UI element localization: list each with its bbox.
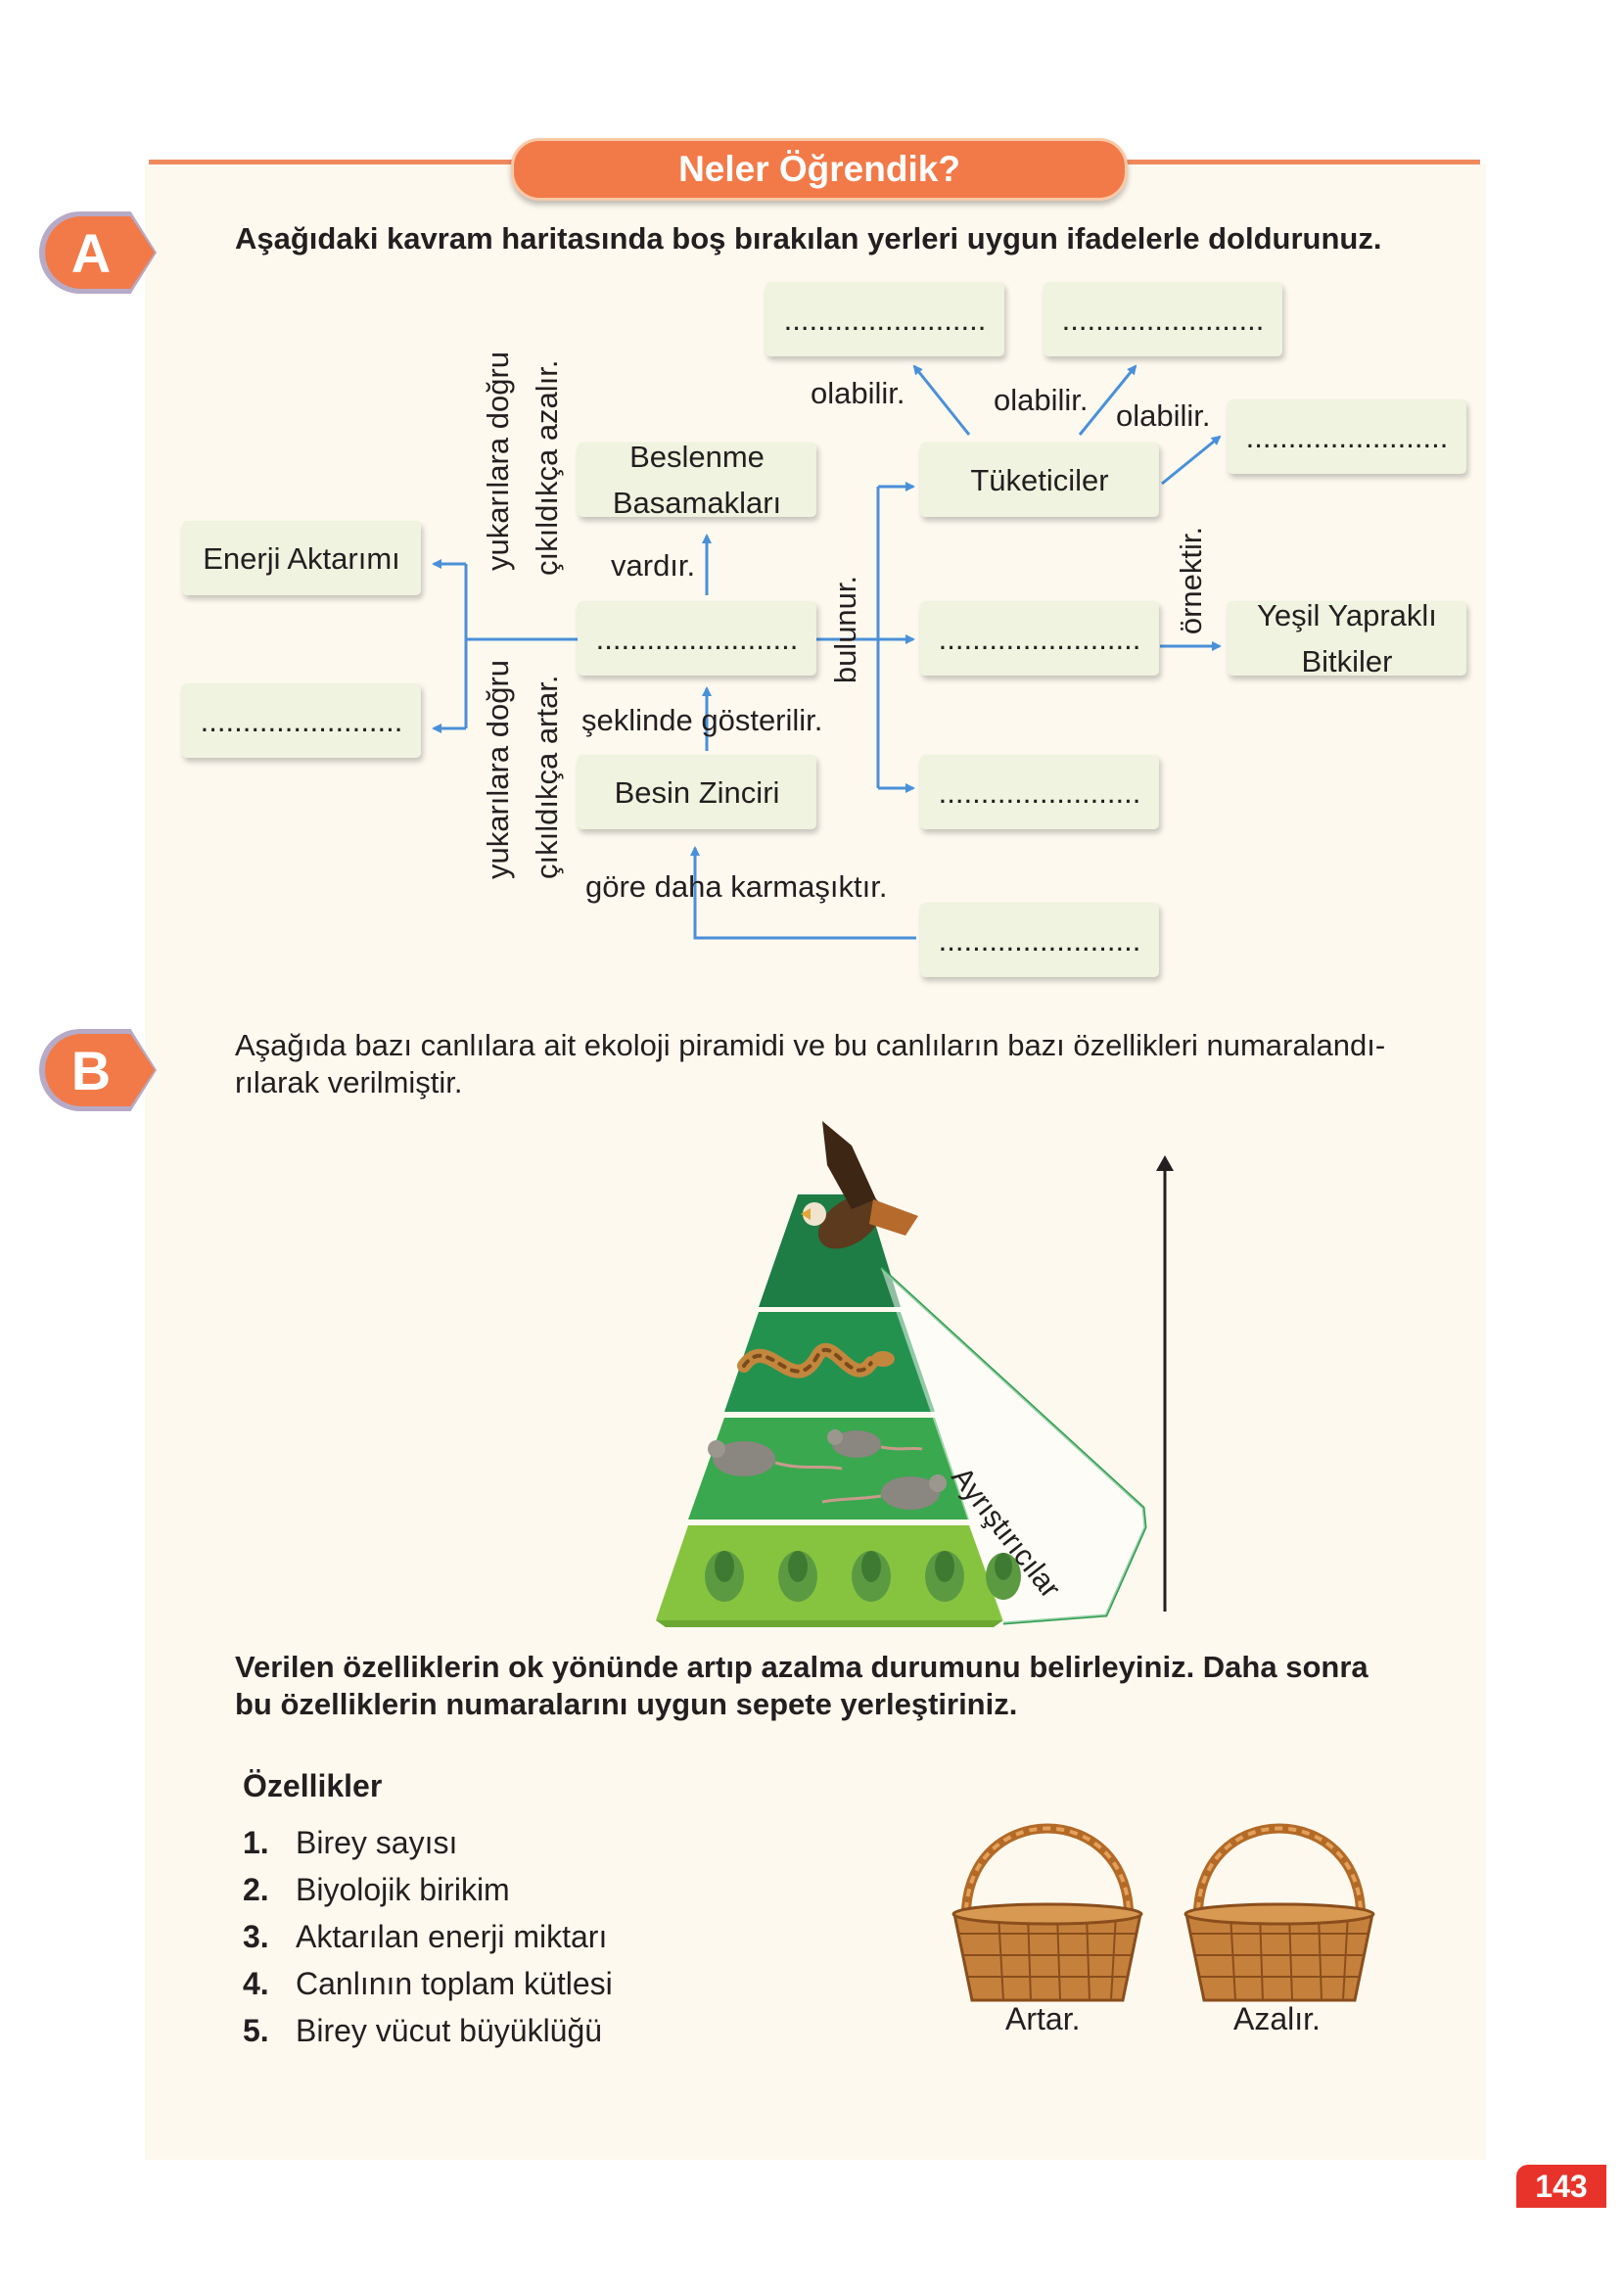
basket-icon-artar[interactable] [945, 1777, 1150, 2012]
intro-b-line-2: rılarak verilmiştir. [235, 1065, 463, 1099]
box-tuketiciler: Tüketiciler [920, 443, 1159, 517]
box-center-blank[interactable]: ........................ [578, 601, 816, 676]
basket-label-artar: Artar. [1005, 2001, 1081, 2036]
label-olabilir-3: olabilir. [1116, 398, 1211, 433]
label-lower-rot-1: yukarılara doğru [481, 659, 515, 879]
badge-a: A [39, 211, 157, 294]
concept-map-connectors [432, 364, 1222, 940]
label-bulunur: bulunur. [828, 575, 862, 684]
box-blank-left[interactable]: ........................ [182, 683, 421, 758]
box-yesil-yaprakli-bitkiler: Yeşil Yapraklı Bitkiler [1228, 598, 1466, 678]
feature-item-4: 4.Canlının toplam kütlesi [243, 1966, 613, 2001]
hawk-icon [801, 1121, 918, 1249]
question-b-line-2: bu özelliklerin numaralarını uygun sepet… [235, 1687, 1018, 1721]
plant-icons [705, 1551, 1021, 1602]
box-blank-right[interactable]: ........................ [1228, 399, 1466, 474]
badge-b: B [39, 1029, 157, 1111]
pyramid-tier-snake [724, 1312, 935, 1412]
label-olabilir-1: olabilir. [811, 376, 905, 410]
feature-item-1: 1.Birey sayısı [243, 1825, 458, 1860]
direction-arrow [1156, 1155, 1174, 1612]
label-lower-rot-2: çıkıldıkça artar. [530, 675, 564, 879]
page-number: 143 [1516, 2165, 1606, 2208]
pyramid-tier-plants [656, 1525, 1003, 1620]
intro-b-line-1: Aşağıda bazı canlılara ait ekoloji piram… [235, 1028, 1386, 1062]
mouse-icon-3 [821, 1474, 947, 1510]
box-blank-lower[interactable]: ........................ [920, 755, 1159, 829]
header-rule-left [149, 160, 516, 164]
box-enerji-aktarimi: Enerji Aktarımı [182, 521, 421, 595]
label-upper-rot-1: yukarılara doğru [481, 351, 515, 571]
box-blank-mid[interactable]: ........................ [920, 601, 1159, 676]
feature-item-2: 2.Biyolojik birikim [243, 1872, 510, 1907]
feature-item-5: 5.Birey vücut büyüklüğü [243, 2013, 603, 2048]
snake-icon [737, 1342, 895, 1379]
box-blank-top-2[interactable]: ........................ [1044, 282, 1282, 356]
box-blank-top-1[interactable]: ........................ [766, 282, 1004, 356]
header-rule-right [1116, 160, 1480, 164]
features-title: Özellikler [243, 1768, 383, 1803]
box-beslenme-basamaklari: Beslenme Basamakları [578, 440, 816, 520]
label-ornektir: örnektir. [1174, 526, 1208, 635]
basket-icon-azalir[interactable] [1177, 1777, 1382, 2012]
label-upper-rot-2: çıkıldıkça azalır. [530, 359, 564, 576]
mouse-icon-1 [708, 1440, 843, 1476]
box-blank-bottom[interactable]: ........................ [920, 903, 1159, 977]
mouse-icon-2 [827, 1429, 923, 1458]
label-gore-daha-karmasiktir: göre daha karmaşıktır. [585, 869, 888, 904]
basket-label-azalir: Azalır. [1233, 2001, 1321, 2036]
box-besin-zinciri: Besin Zinciri [578, 755, 816, 829]
ecology-pyramid [656, 1121, 1147, 1627]
label-olabilir-2: olabilir. [994, 383, 1089, 417]
question-b-line-1: Verilen özelliklerin ok yönünde artıp az… [235, 1650, 1369, 1684]
instruction-a: Aşağıdaki kavram haritasında boş bırakıl… [235, 221, 1382, 256]
feature-item-3: 3.Aktarılan enerji miktarı [243, 1919, 608, 1954]
label-vardir: vardır. [611, 548, 696, 583]
section-title: Neler Öğrendik? [511, 138, 1128, 201]
label-seklinde-gosterilir: şeklinde gösterilir. [581, 703, 823, 737]
